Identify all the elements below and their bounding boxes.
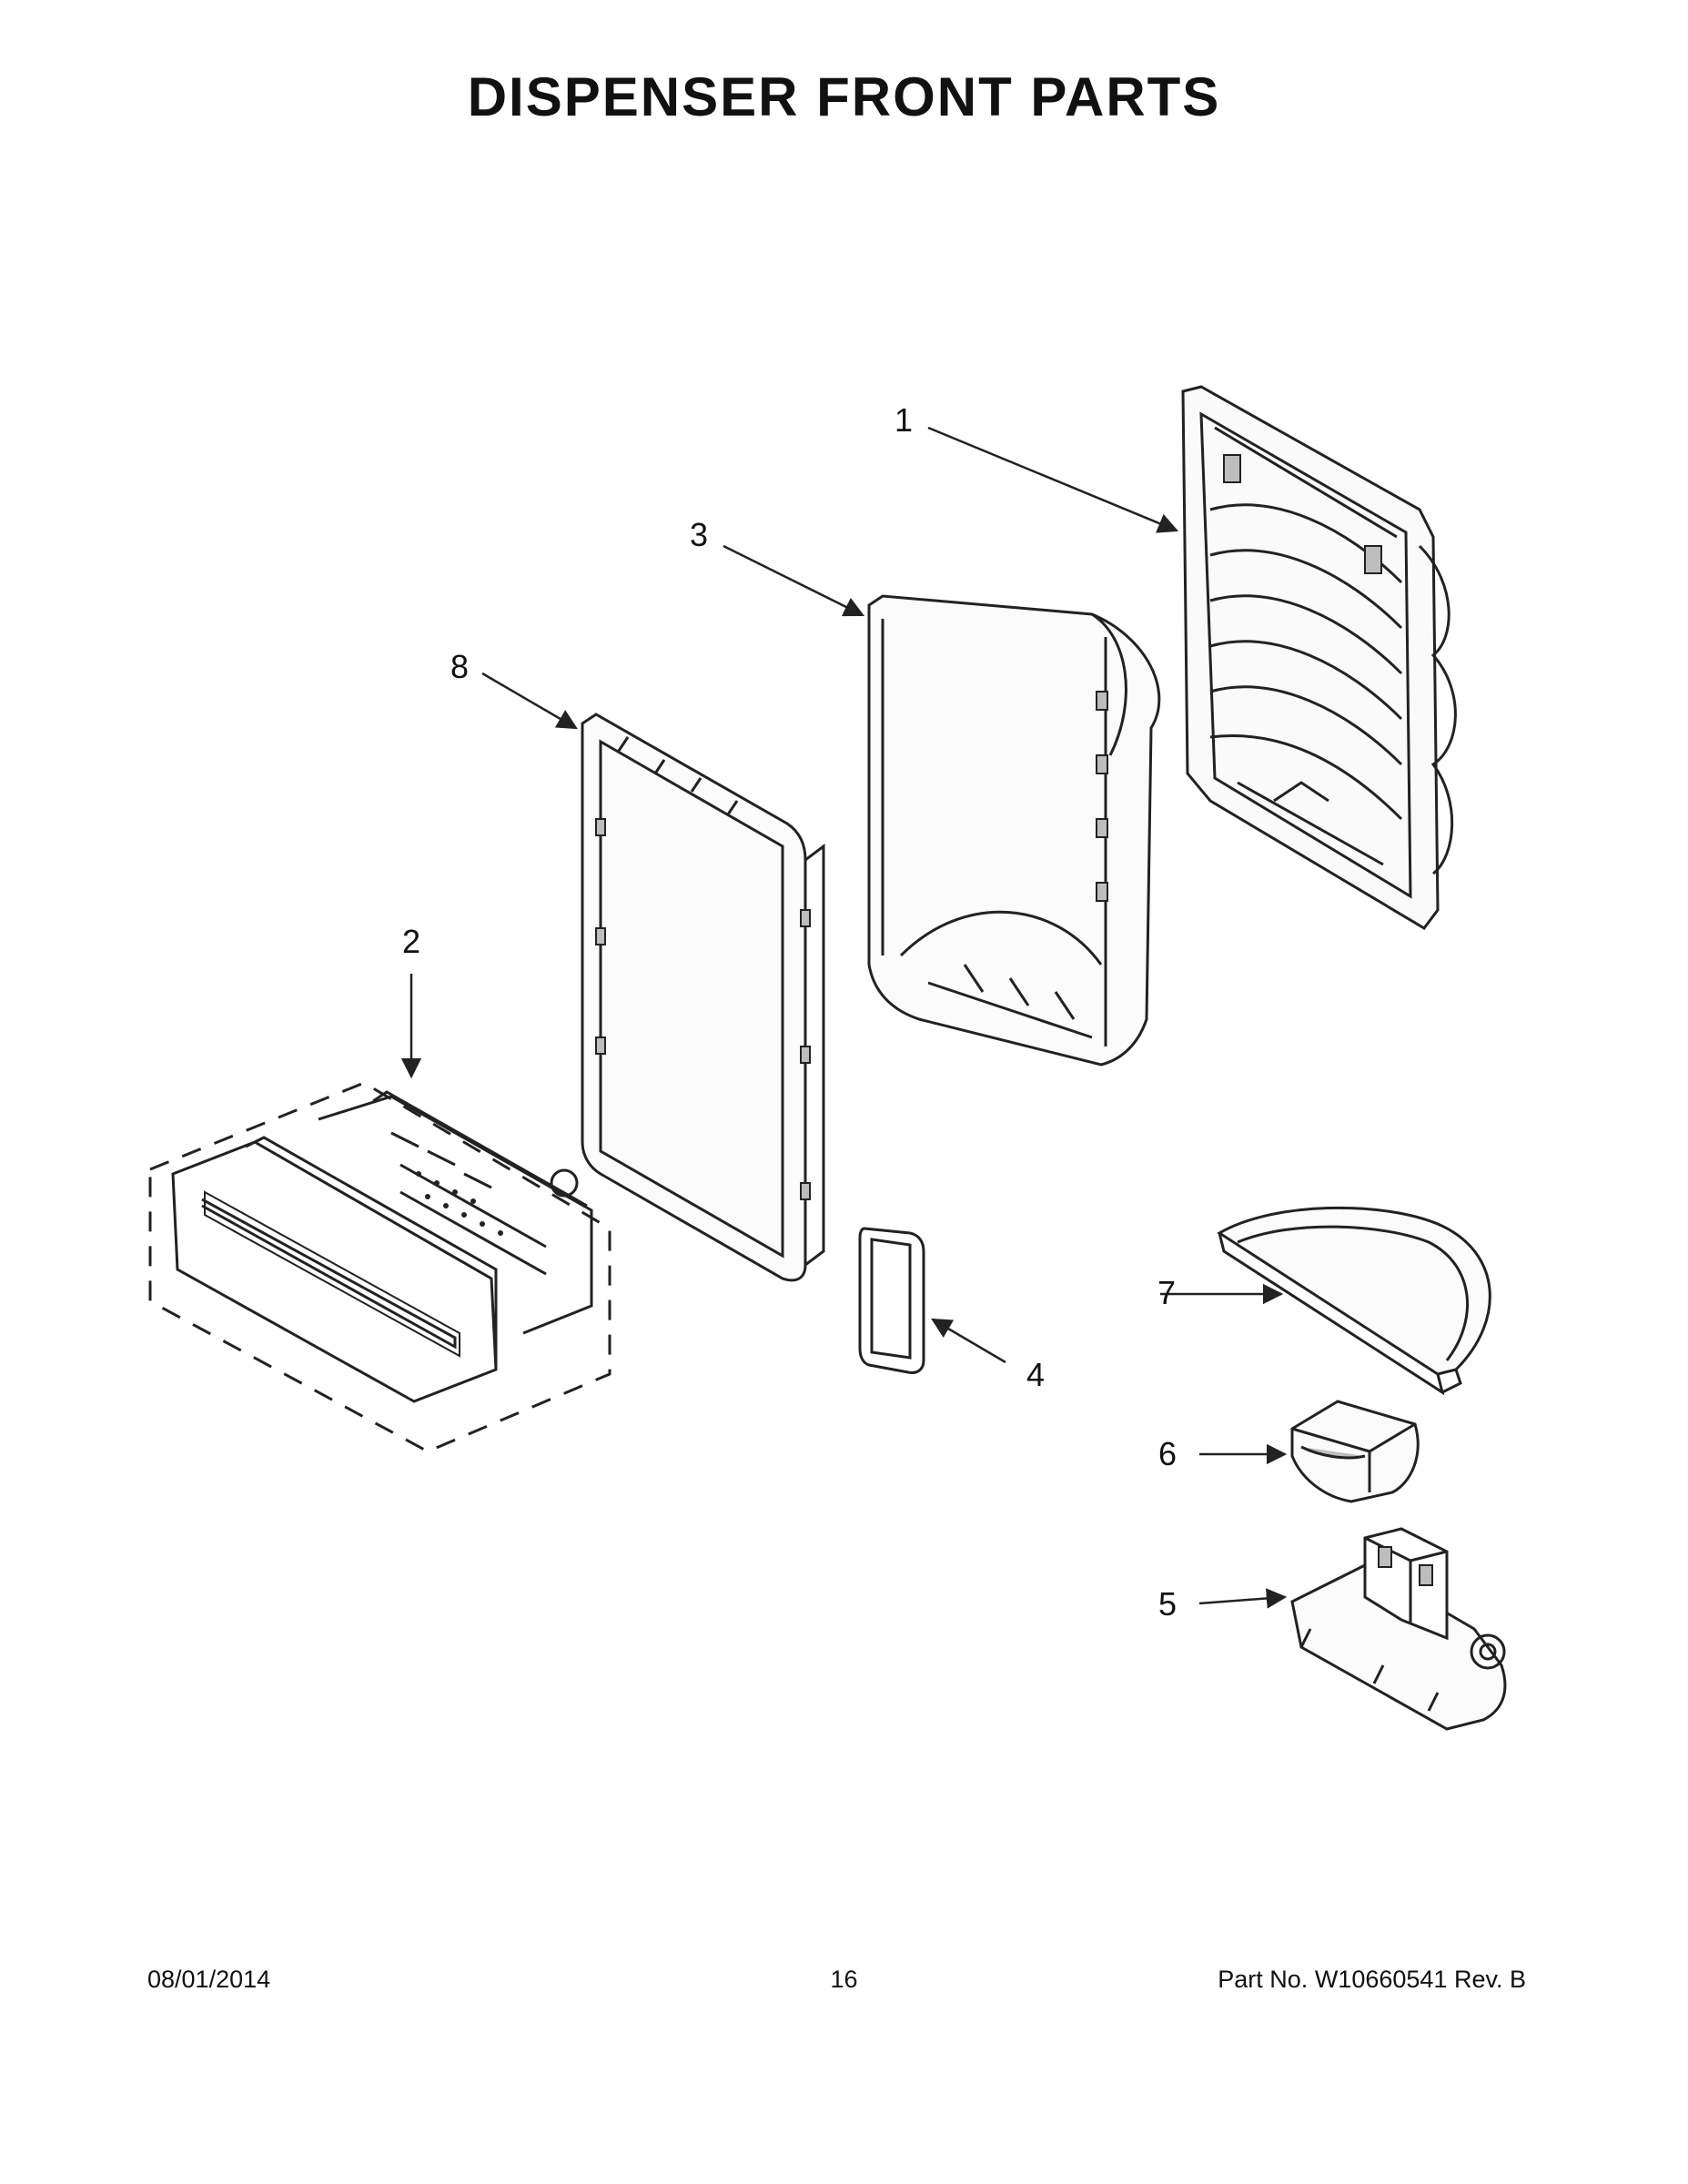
part-5-actuator (1290, 1527, 1507, 1731)
part-1-dispenser-housing (1181, 385, 1457, 930)
callout-7: 7 (1157, 1274, 1176, 1311)
callout-5: 5 (1158, 1585, 1177, 1623)
part-8-frame (581, 713, 825, 1282)
leader-lines (400, 426, 1288, 1609)
footer-date: 08/01/2014 (147, 1966, 271, 1993)
leader-1 (927, 426, 1179, 533)
leader-3 (723, 544, 865, 617)
footer-page-number: 16 (830, 1966, 858, 1993)
callout-4: 4 (1026, 1356, 1045, 1393)
part-number: W10660541 (1314, 1966, 1448, 1993)
leader-5 (1198, 1588, 1288, 1609)
part-2-control-assembly (148, 1081, 612, 1453)
leader-4 (931, 1318, 1006, 1364)
callout-8: 8 (450, 648, 469, 685)
callout-1: 1 (895, 401, 913, 439)
callout-2: 2 (402, 923, 420, 960)
page-title: DISPENSER FRONT PARTS (467, 66, 1221, 127)
part-4-gasket (858, 1227, 925, 1374)
callout-6: 6 (1158, 1435, 1177, 1472)
part-6-funnel (1290, 1400, 1420, 1503)
leader-8 (481, 672, 578, 730)
footer-part-info: Part No. W10660541 Rev. B (1218, 1966, 1526, 1994)
part-3-chute-liner (867, 594, 1161, 1067)
part-7-drip-tray (1217, 1206, 1491, 1396)
part-label: Part No. (1218, 1966, 1309, 1993)
rev-value: B (1509, 1966, 1526, 1993)
rev-label: Rev. (1453, 1966, 1503, 1993)
callout-3: 3 (690, 516, 708, 553)
